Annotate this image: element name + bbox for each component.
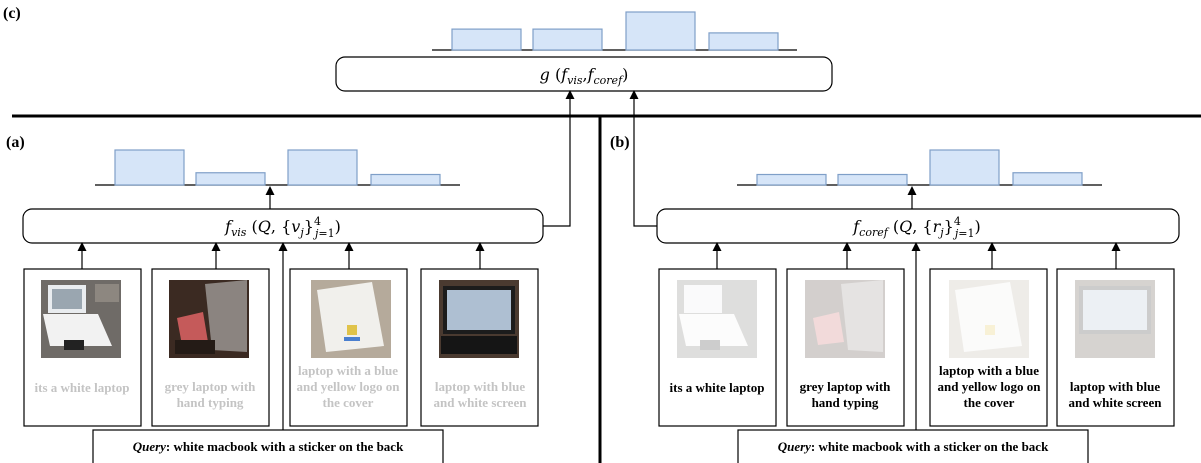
- g-distribution: [432, 11, 797, 51]
- grey-laptop-image: [805, 280, 885, 358]
- card-4: [1056, 268, 1175, 427]
- distribution-bar-1: [756, 173, 827, 186]
- panel-a-label: (a): [6, 134, 25, 151]
- distribution-bar-4: [708, 32, 779, 51]
- logo-laptop-image: [949, 280, 1029, 358]
- caption-1: its a white laptop: [35, 380, 130, 395]
- panel-c-label: (c): [3, 5, 21, 22]
- white-laptop-image: [677, 280, 757, 358]
- black-laptop-image: [1075, 280, 1155, 358]
- distribution-bar-2: [837, 173, 908, 186]
- distribution-bar-3: [929, 149, 1000, 186]
- distribution-bar-4: [1012, 172, 1083, 186]
- grey-laptop-image: [169, 280, 249, 358]
- distribution-bar-2: [532, 28, 603, 51]
- card-1: [658, 268, 777, 427]
- query-box-a: [92, 429, 444, 463]
- panel-b-label: (b): [610, 134, 630, 151]
- fvis-distribution: [95, 149, 460, 186]
- query-text-b: Query: white macbook with a sticker on t…: [778, 439, 1049, 454]
- distribution-bar-3: [625, 11, 696, 51]
- caption-1: its a white laptop: [670, 380, 765, 395]
- card-2: [786, 268, 905, 427]
- query-text-a: Query: white macbook with a sticker on t…: [133, 439, 404, 454]
- faded-images: [677, 280, 1155, 358]
- distribution-bar-3: [287, 149, 358, 186]
- white-laptop-image: [41, 280, 121, 358]
- fvis-to-g-arrow: [543, 90, 575, 227]
- black-laptop-image: [439, 280, 519, 358]
- query-box-b: [737, 429, 1089, 463]
- g-function-box: [335, 56, 833, 92]
- fcoref-distribution: [737, 149, 1102, 186]
- distribution-bar-1: [451, 28, 522, 51]
- distribution-bar-2: [195, 172, 266, 186]
- distribution-bar-1: [114, 149, 185, 186]
- fcoref-to-g-arrow: [629, 90, 657, 227]
- card-3: [929, 268, 1048, 427]
- distribution-bar-4: [370, 173, 441, 186]
- logo-laptop-image: [311, 280, 391, 358]
